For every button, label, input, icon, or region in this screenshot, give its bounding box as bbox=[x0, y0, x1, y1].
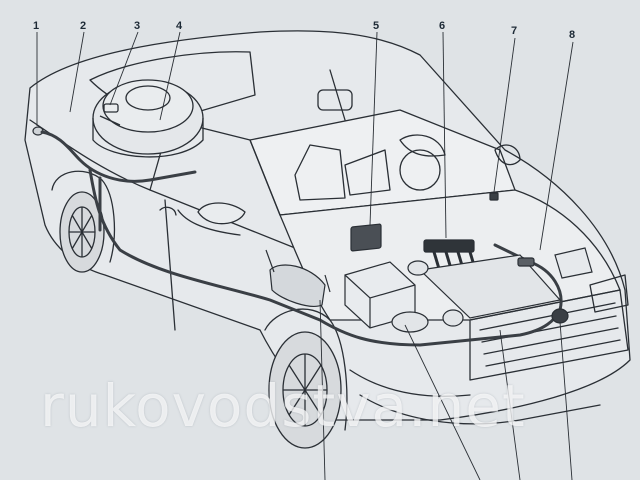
callout-5: 5 bbox=[373, 20, 379, 32]
callout-3: 3 bbox=[134, 20, 140, 32]
callout-8: 8 bbox=[569, 29, 575, 41]
callout-2: 2 bbox=[80, 20, 86, 32]
gas-reducer bbox=[266, 250, 330, 306]
gas-cylinder-tank bbox=[93, 80, 203, 157]
leader-lines bbox=[36, 31, 574, 480]
gas-pipeline bbox=[42, 132, 561, 345]
callout-4: 4 bbox=[176, 20, 183, 32]
fuel-switch bbox=[489, 192, 499, 201]
ecu-module bbox=[350, 223, 382, 252]
gas-solenoid-valve bbox=[551, 308, 569, 324]
washer-reservoir bbox=[555, 248, 592, 278]
rear-wheel bbox=[60, 192, 104, 272]
engine-block bbox=[392, 255, 560, 332]
callout-7: 7 bbox=[511, 25, 517, 37]
callout-1: 1 bbox=[33, 20, 39, 32]
battery bbox=[345, 262, 415, 328]
callout-labels: 1 2 3 4 5 6 7 8 bbox=[33, 20, 575, 41]
front-wheel bbox=[269, 332, 341, 448]
callout-6: 6 bbox=[439, 20, 445, 32]
gas-filter bbox=[517, 257, 535, 267]
